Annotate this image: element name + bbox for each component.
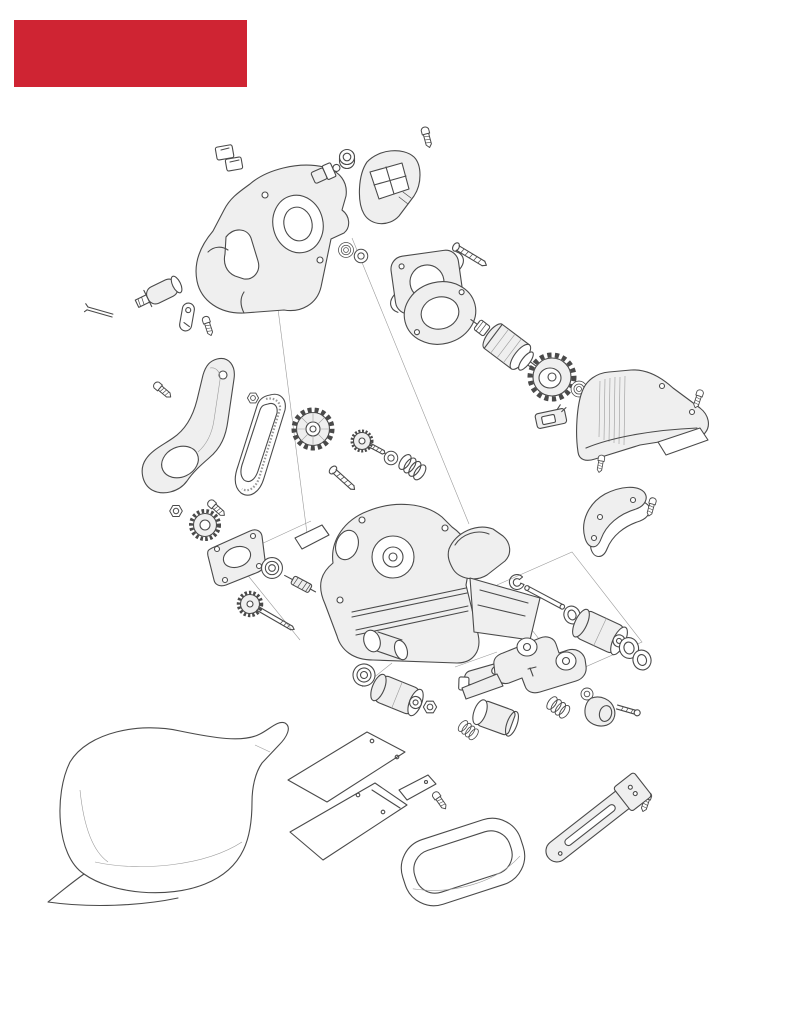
part-21-nameplate	[657, 427, 709, 456]
part-17-bearing-retainer	[403, 281, 477, 345]
part-4-rear-cover	[358, 150, 421, 225]
part-1-brush-holder	[214, 144, 244, 172]
part-41-roller	[370, 673, 424, 717]
part-5-screw	[420, 125, 434, 149]
makita-logo	[14, 20, 247, 87]
part-33-pulley	[189, 509, 221, 541]
part-50-cone-roller	[584, 696, 616, 727]
part-44-pin	[524, 585, 566, 610]
part-30-spring	[395, 451, 429, 483]
part-15-adjusting-bolt	[310, 162, 341, 184]
part-39-side-cover	[447, 526, 541, 641]
part-64-screw	[645, 496, 658, 518]
part-58-base-plate	[287, 731, 406, 803]
part-6-rod	[83, 303, 114, 318]
part-31-screw	[328, 465, 356, 490]
part-32-nut	[169, 505, 183, 517]
part-49-pin	[615, 704, 641, 717]
part-52-bracket	[461, 636, 587, 700]
part-27-fan-gear	[291, 407, 335, 451]
part-46-roller	[572, 608, 652, 671]
part-35-bearing	[261, 557, 283, 579]
part-28-gear	[350, 429, 386, 455]
part-51-spring	[544, 694, 573, 721]
part-10-bearing	[338, 242, 354, 258]
part-22-23-arm-covers	[583, 486, 651, 558]
part-24-belt-cover	[141, 357, 235, 494]
part-2-motor-housing	[195, 164, 350, 314]
part-34-bearing-box	[207, 529, 266, 587]
part-43-snap-ring	[508, 573, 525, 591]
part-62-strip	[398, 774, 437, 801]
part-9-screw	[201, 315, 215, 338]
part-42-nut	[422, 700, 438, 714]
part-61-base-plate	[289, 782, 408, 861]
part-53-cylinder	[472, 699, 519, 737]
part-29-washer	[383, 450, 399, 466]
part-56-tension-bar	[545, 772, 652, 863]
part-36-pinion	[284, 574, 317, 593]
part-18-sprocket	[527, 352, 577, 402]
part-7-front-grip	[134, 275, 183, 308]
part-13-screw	[451, 242, 487, 267]
part-38-plate	[294, 524, 330, 550]
part-16-armature	[470, 318, 546, 377]
part-8-plate	[179, 302, 195, 332]
part-60-clip	[534, 404, 568, 429]
part-57-screw	[430, 789, 449, 812]
dust-bag	[47, 721, 289, 907]
part-25-nut	[246, 392, 260, 404]
part-14-nut	[338, 148, 356, 169]
part-main-housing	[320, 503, 480, 664]
part-66-screw	[151, 380, 174, 401]
part-26-timing-belt	[234, 393, 286, 496]
sanding-belt	[400, 817, 526, 907]
part-37-gear-shaft	[236, 590, 295, 631]
part-11-washer	[353, 248, 369, 264]
